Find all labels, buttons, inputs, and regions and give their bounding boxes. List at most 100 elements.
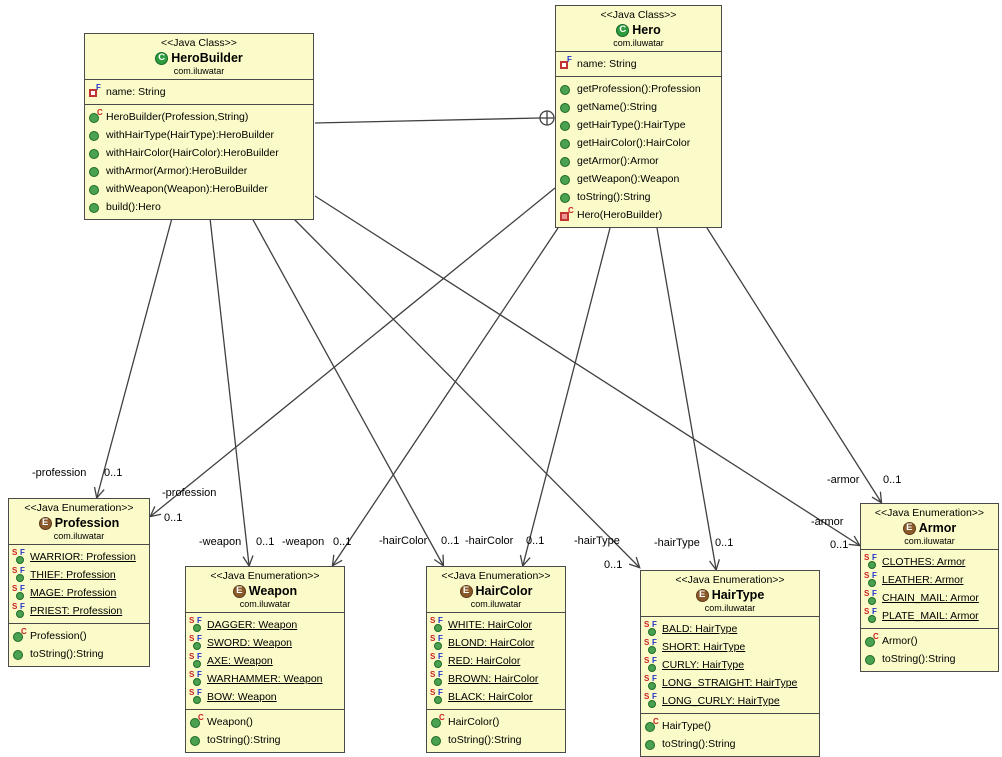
member-label: AXE: Weapon: [207, 655, 273, 667]
class-name-line: E Profession: [11, 515, 147, 531]
association-herobuilder-armor: [314, 195, 862, 547]
method-public-icon: [88, 183, 106, 196]
multiplicity-label[interactable]: 0..1: [256, 536, 275, 548]
enum-profession[interactable]: <<Java Enumeration>> E Profession com.il…: [8, 498, 150, 667]
class-header: <<Java Class>> C HeroBuilder com.iluwata…: [85, 34, 313, 79]
multiplicity-label[interactable]: 0..1: [883, 474, 902, 486]
method-public-icon: [88, 201, 106, 214]
multiplicity-label[interactable]: 0..1: [104, 467, 123, 479]
multiplicity-label[interactable]: 0..1: [604, 559, 623, 571]
member-label: withArmor(Armor):HeroBuilder: [106, 165, 248, 177]
association-label[interactable]: -armor: [827, 474, 860, 486]
method-public-icon: [12, 648, 30, 661]
association-label[interactable]: -profession: [32, 467, 87, 479]
class-header: <<Java Enumeration>> E Profession com.il…: [9, 499, 149, 544]
member-label: THIEF: Profession: [30, 569, 116, 581]
member-label: WHITE: HairColor: [448, 619, 533, 631]
class-name: Armor: [918, 521, 957, 535]
class-header: <<Java Enumeration>> E Weapon com.iluwat…: [186, 567, 344, 612]
association-label[interactable]: -hairType: [574, 535, 620, 547]
multiplicity-label[interactable]: 0..1: [441, 535, 460, 547]
member-label: getProfession():Profession: [577, 83, 701, 95]
member-label: LONG_CURLY: HairType: [662, 695, 780, 707]
multiplicity-label[interactable]: 0..1: [164, 512, 183, 524]
association-hero-weapon: [331, 227, 559, 568]
multiplicity-label[interactable]: 0..1: [526, 535, 545, 547]
member-label: Weapon(): [207, 716, 253, 728]
association-label[interactable]: -hairColor: [465, 535, 514, 547]
field-private-icon: F: [559, 55, 577, 71]
package-name: com.iluwatar: [904, 536, 955, 546]
member-row: getHairColor():HairColor: [556, 134, 721, 152]
constructor-public-icon: C: [644, 717, 662, 733]
association-label[interactable]: -weapon: [199, 536, 242, 548]
member-label: toString():String: [577, 191, 651, 203]
class-herobuilder[interactable]: <<Java Class>> C HeroBuilder com.iluwata…: [84, 33, 314, 220]
class-name: HairType: [711, 588, 765, 602]
member-label: HairType(): [662, 720, 712, 732]
association-label[interactable]: -hairColor: [379, 535, 428, 547]
stereotype: <<Java Enumeration>>: [675, 574, 785, 586]
member-label: WARHAMMER: Weapon: [207, 673, 323, 685]
association-label[interactable]: -armor: [811, 516, 844, 528]
member-label: toString():String: [662, 738, 736, 750]
enum-armor[interactable]: <<Java Enumeration>> E Armor com.iluwata…: [860, 503, 999, 672]
class-icon: C: [155, 51, 169, 65]
member-label: BROWN: HairColor: [448, 673, 539, 685]
class-name-line: C Hero: [558, 22, 719, 38]
association-hero-profession: [149, 187, 556, 518]
package-name: com.iluwatar: [613, 38, 664, 48]
association-label[interactable]: -hairType: [654, 537, 700, 549]
class-header: <<Java Enumeration>> E HairType com.iluw…: [641, 571, 819, 616]
association-label[interactable]: -weapon: [282, 536, 325, 548]
multiplicity-label[interactable]: 0..1: [830, 539, 849, 551]
member-label: Armor(): [882, 635, 918, 647]
package-name: com.iluwatar: [53, 531, 105, 541]
multiplicity-label[interactable]: 0..1: [715, 537, 734, 549]
member-label: PLATE_MAIL: Armor: [882, 610, 979, 622]
stereotype: <<Java Enumeration>>: [210, 570, 320, 582]
stereotype: <<Java Class>>: [600, 9, 677, 21]
constructor-private-icon: C: [559, 206, 577, 222]
multiplicity-label[interactable]: 0..1: [333, 536, 352, 548]
enum-hairtype[interactable]: <<Java Enumeration>> E HairType com.iluw…: [640, 570, 820, 757]
member-label: RED: HairColor: [448, 655, 521, 667]
association-label[interactable]: -profession: [162, 487, 217, 499]
enum-haircolor[interactable]: <<Java Enumeration>> E HairColor com.ilu…: [426, 566, 566, 753]
class-name: Weapon: [248, 584, 298, 598]
member-label: withHairColor(HairColor):HeroBuilder: [106, 147, 279, 159]
enum-icon: E: [902, 521, 916, 535]
constructor-public-icon: C: [864, 632, 882, 648]
package-name: com.iluwatar: [239, 599, 291, 609]
member-row: withHairType(HairType):HeroBuilder: [85, 126, 313, 144]
member-label: BLACK: HairColor: [448, 691, 533, 703]
member-label: build():Hero: [106, 201, 161, 213]
nested-class-connector: [314, 117, 541, 124]
enum-weapon[interactable]: <<Java Enumeration>> E Weapon com.iluwat…: [185, 566, 345, 753]
stereotype: <<Java Enumeration>>: [24, 502, 134, 514]
